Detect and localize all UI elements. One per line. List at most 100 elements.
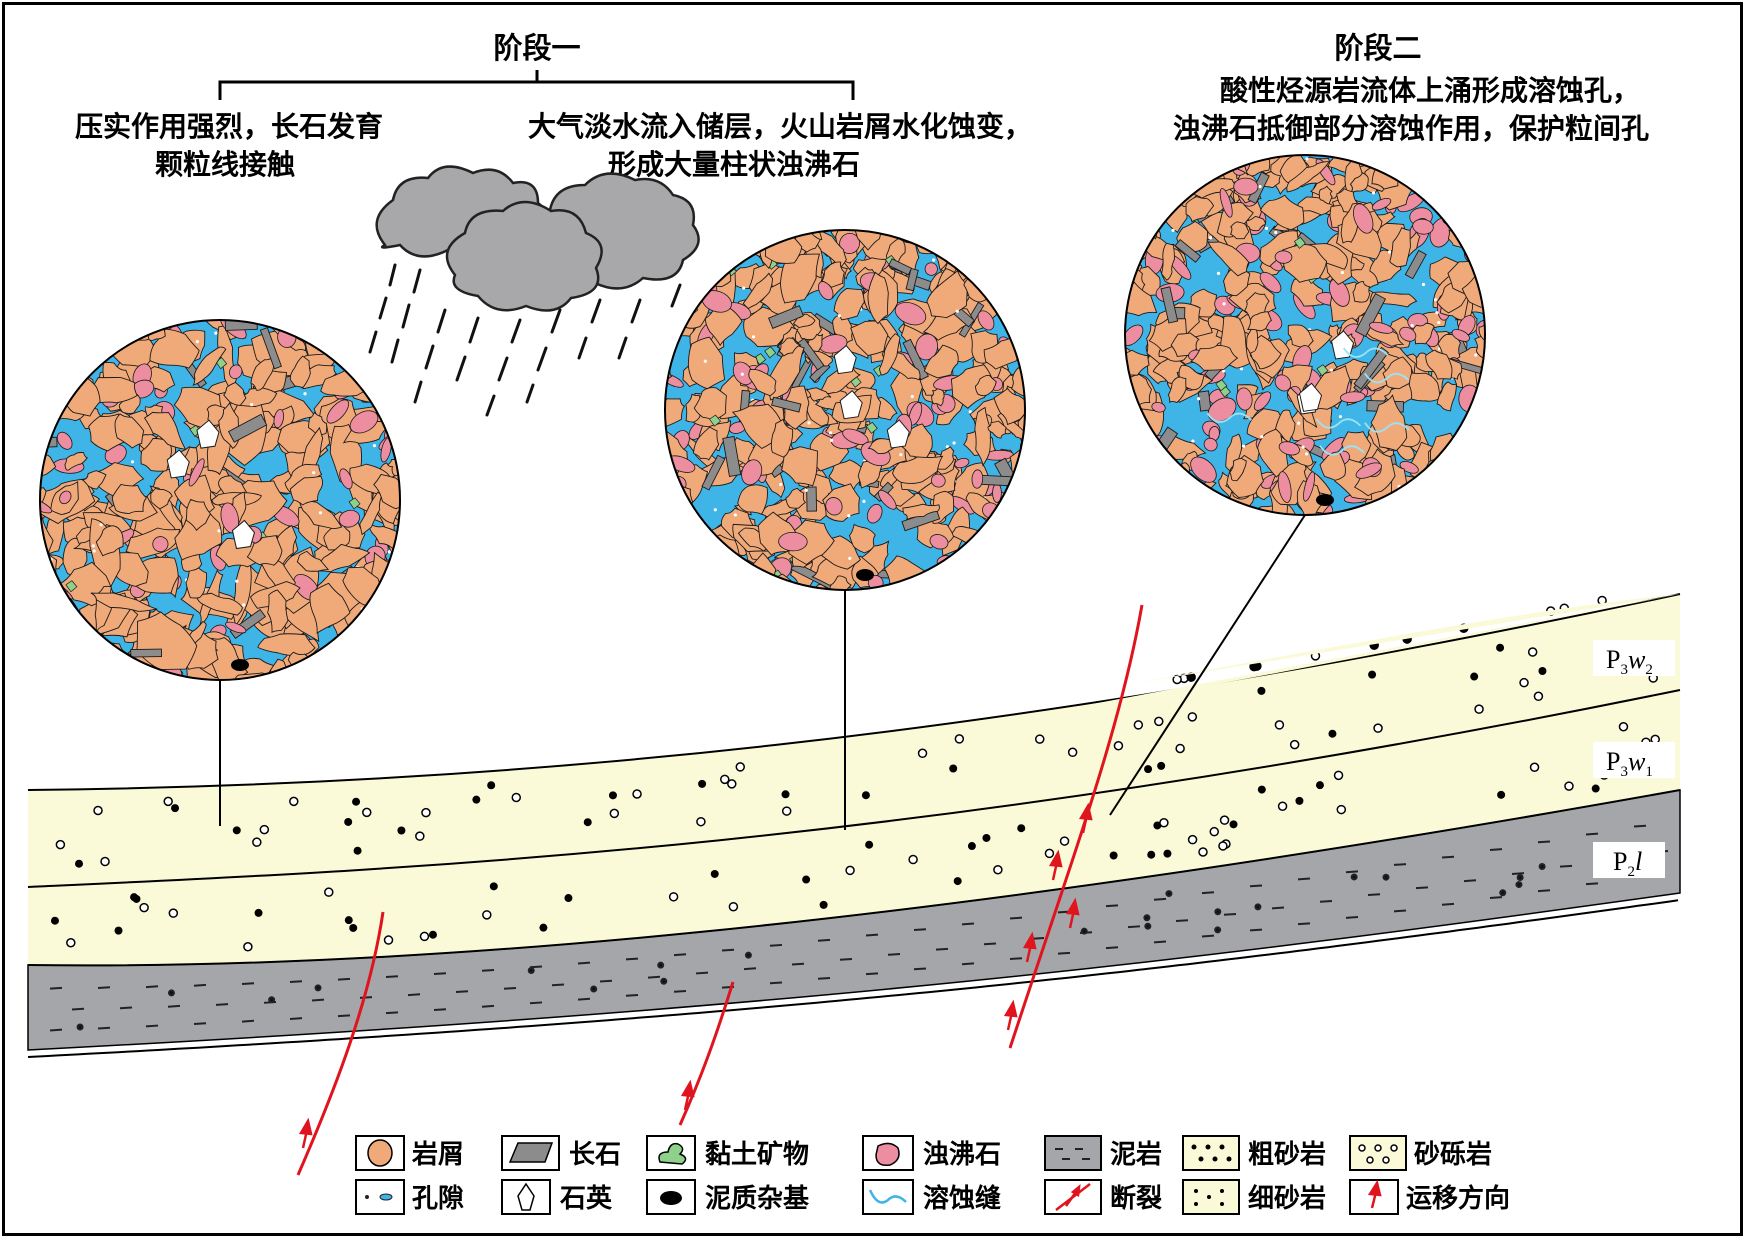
stage-one-bracket xyxy=(218,70,855,100)
legend-label: 粗砂岩 xyxy=(1248,1140,1326,1170)
p3w1-sub1: 3 xyxy=(1620,764,1628,780)
migration-arrow xyxy=(680,1079,695,1111)
stage-one-header: 阶段一 压实作用强烈，长石发育 颗粒线接触 大气淡水流入储层，火山岩屑水化蚀变，… xyxy=(75,31,1032,181)
fault-main xyxy=(1008,604,1144,1049)
legend-item-coarse-sandstone: 粗砂岩 xyxy=(1182,1135,1326,1171)
stage-one-right-note-line1: 大气淡水流入储层，火山岩屑水化蚀变， xyxy=(528,110,1032,143)
svg-text:P3w2: P3w2 xyxy=(1606,645,1653,678)
legend-item-quartz: 石英 xyxy=(501,1179,613,1215)
quartz-icon xyxy=(517,1182,535,1211)
stage-two-note-line1: 酸性烃源岩流体上涌形成溶蚀孔， xyxy=(1220,74,1640,107)
migration-arrow xyxy=(298,1117,313,1149)
laumontite-icon xyxy=(875,1142,900,1167)
strata-section xyxy=(27,593,1681,1058)
thin-section-1 xyxy=(39,319,401,681)
leader-line-3 xyxy=(1109,514,1306,816)
cloud-icon xyxy=(375,165,700,312)
sand-grain-dots xyxy=(50,595,1661,952)
legend-label: 断裂 xyxy=(1110,1183,1162,1214)
legend-label: 长石 xyxy=(569,1140,621,1170)
p3w1-italic: w xyxy=(1628,747,1646,776)
stage-one-left-note-line1: 压实作用强烈，长石发育 xyxy=(75,110,383,143)
legend-item-clay: 黏土矿物 xyxy=(646,1135,809,1171)
pore-icon xyxy=(365,1193,393,1201)
formation-label-p3w1: P3w1 xyxy=(1593,742,1675,780)
legend-label: 石英 xyxy=(559,1184,613,1214)
legend-label: 黏土矿物 xyxy=(705,1139,809,1170)
feldspar-icon xyxy=(508,1142,554,1163)
thin-section-1-grains xyxy=(40,320,400,680)
fault-middle xyxy=(678,981,735,1126)
p3w2-main: P xyxy=(1606,645,1620,674)
fault-left xyxy=(296,911,385,1176)
p3w2-upper-band xyxy=(1125,594,1680,685)
coarse-sandstone-icon xyxy=(1191,1144,1232,1162)
rock-fragment-icon xyxy=(367,1139,393,1167)
p3w2-sub1: 3 xyxy=(1620,662,1628,678)
thin-section-2-grains xyxy=(665,230,1025,590)
glutenite-icon xyxy=(1358,1144,1398,1164)
formation-label-p2l: P2l xyxy=(1593,842,1665,880)
horizon-p2l-top xyxy=(27,789,1681,967)
clay-mineral-icon xyxy=(658,1142,687,1165)
legend-label: 细砂岩 xyxy=(1248,1183,1326,1214)
stage-two-header: 阶段二 酸性烃源岩流体上涌形成溶蚀孔， 浊沸石抵御部分溶蚀作用，保护粒间孔 xyxy=(1173,31,1649,145)
p2l-main: P xyxy=(1613,847,1627,876)
legend-item-fault: 断裂 xyxy=(1044,1179,1162,1215)
legend-item-feldspar: 长石 xyxy=(501,1135,621,1171)
migration-arrow xyxy=(1003,999,1018,1031)
thin-section-3-grains xyxy=(1125,155,1485,515)
migration-arrow xyxy=(1022,931,1037,963)
legend-item-rock-fragment: 岩屑 xyxy=(355,1135,464,1171)
migration-direction-icon xyxy=(1367,1179,1382,1209)
basal-zigzag xyxy=(27,899,1679,1058)
fine-sandstone-icon xyxy=(1194,1189,1224,1206)
svg-text:P3w1: P3w1 xyxy=(1606,747,1653,780)
legend-label: 砂砾岩 xyxy=(1414,1140,1492,1170)
rain-icon xyxy=(368,263,682,417)
svg-text:P2l: P2l xyxy=(1613,847,1642,880)
p3w2-sub2: 2 xyxy=(1645,662,1653,678)
legend-item-dissolution-seam: 溶蚀缝 xyxy=(862,1179,1001,1215)
legend-label: 溶蚀缝 xyxy=(923,1183,1001,1214)
stage-two-note-line2: 浊沸石抵御部分溶蚀作用，保护粒间孔 xyxy=(1173,112,1649,145)
horizon-top xyxy=(27,593,1681,791)
p2l-sub1: 2 xyxy=(1627,864,1635,880)
legend-item-fine-sandstone: 细砂岩 xyxy=(1182,1179,1326,1215)
sandstone-layer-p3w1 xyxy=(28,690,1680,966)
migration-arrow xyxy=(1048,849,1063,881)
faults xyxy=(296,604,1144,1176)
thin-section-2 xyxy=(664,229,1026,591)
legend-item-migration-direction: 运移方向 xyxy=(1349,1179,1510,1215)
p3w1-main: P xyxy=(1606,747,1620,776)
stage-two-title: 阶段二 xyxy=(1334,31,1421,65)
p3w2-italic: w xyxy=(1628,645,1646,674)
leader-lines xyxy=(219,514,1306,830)
legend-label: 运移方向 xyxy=(1406,1183,1510,1214)
sandstone-layer-p3w2 xyxy=(28,594,1680,887)
stage-one-left-note-line2: 颗粒线接触 xyxy=(155,148,295,181)
migration-arrow xyxy=(1065,897,1080,929)
fault-icon xyxy=(1055,1183,1091,1211)
migration-arrow xyxy=(1078,802,1093,834)
mudstone-dashes xyxy=(49,824,1669,1032)
legend-item-glutenite: 砂砾岩 xyxy=(1349,1135,1492,1171)
stage-one-title: 阶段一 xyxy=(493,31,580,65)
migration-arrows xyxy=(298,802,1093,1149)
formation-label-p3w2: P3w2 xyxy=(1593,640,1675,678)
legend-item-laumontite: 浊沸石 xyxy=(862,1135,1001,1171)
dissolution-seam-icon xyxy=(868,1189,907,1204)
legend-item-muddy-matrix: 泥质杂基 xyxy=(646,1179,810,1215)
legend: 岩屑 长石 黏土矿物 浊沸石 泥岩 粗砂岩 xyxy=(355,1135,1510,1215)
p2l-italic: l xyxy=(1635,847,1642,876)
legend-label: 浊沸石 xyxy=(923,1140,1001,1170)
legend-item-mudstone: 泥岩 xyxy=(1044,1135,1162,1171)
legend-label: 泥质杂基 xyxy=(705,1184,810,1214)
p3w1-sub2: 1 xyxy=(1645,764,1653,780)
legend-label: 孔隙 xyxy=(412,1184,464,1214)
legend-label: 泥岩 xyxy=(1110,1140,1162,1170)
legend-label: 岩屑 xyxy=(411,1140,464,1170)
mudstone-icon xyxy=(1055,1148,1090,1160)
muddy-matrix-icon xyxy=(660,1191,682,1205)
stage-one-right-note-line2: 形成大量柱状浊沸石 xyxy=(608,148,860,181)
